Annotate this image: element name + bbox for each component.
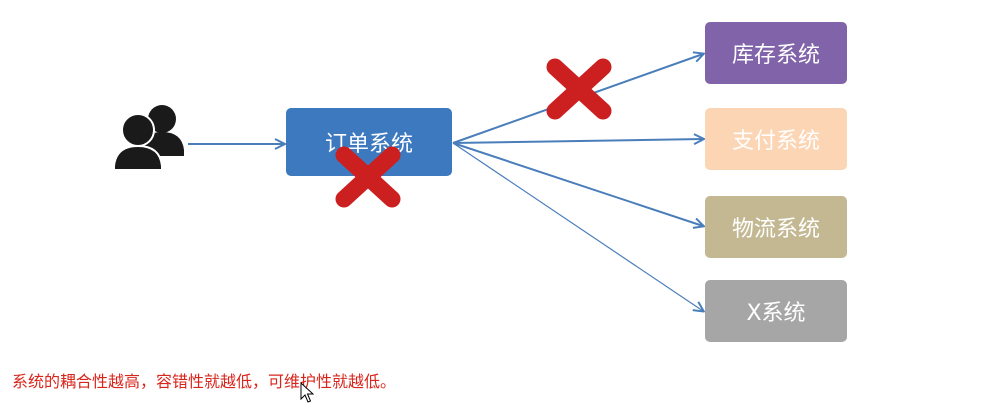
- users-icon: [113, 105, 184, 171]
- caption-text: 系统的耦合性越高，容错性就越低，可维护性就越低。: [12, 372, 397, 391]
- x-system-box: X系统: [705, 280, 847, 342]
- order-system-box: 订单系统: [286, 108, 452, 176]
- inventory-system-box: 库存系统: [705, 22, 847, 84]
- arrow-order-to-payment: [452, 139, 703, 143]
- mouse-cursor-icon: [300, 382, 314, 403]
- payment-system-box: 支付系统: [705, 108, 847, 170]
- arrow-order-to-inventory: [452, 54, 703, 144]
- logistics-system-box: 物流系统: [705, 196, 847, 258]
- arrow-order-to-logistics: [452, 142, 703, 226]
- arrow-order-to-x: [452, 142, 703, 311]
